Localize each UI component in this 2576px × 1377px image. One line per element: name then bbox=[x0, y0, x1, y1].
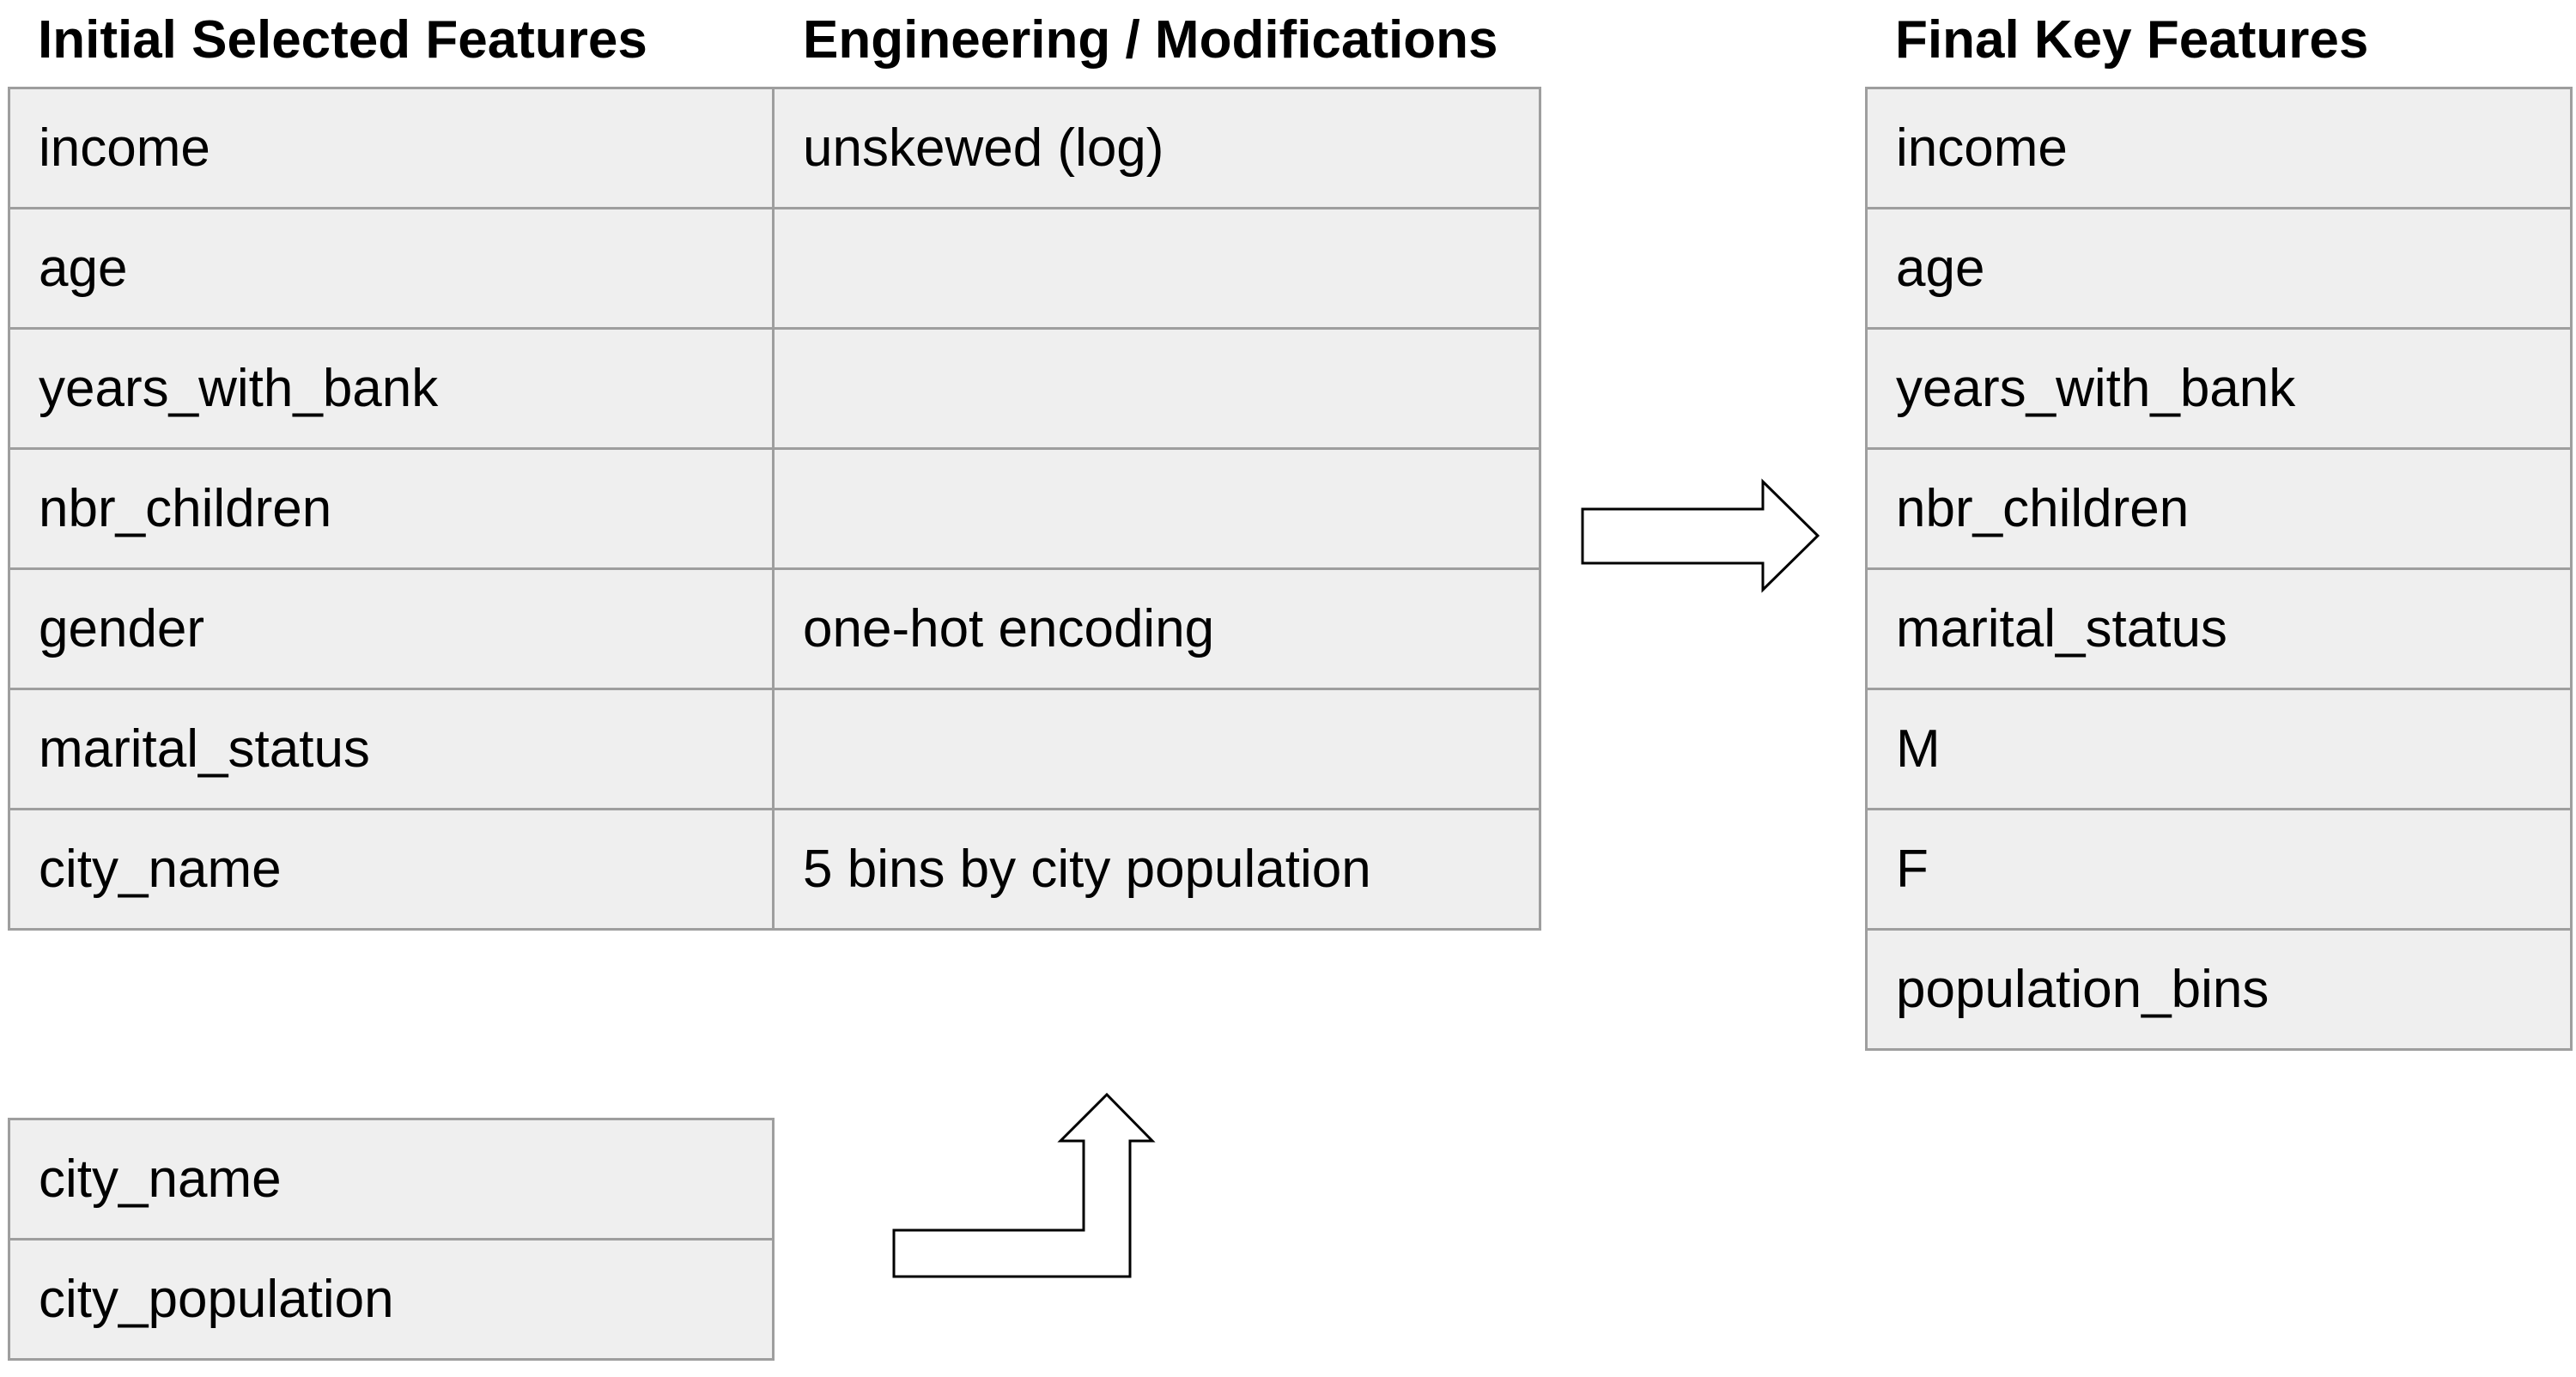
table-row: M bbox=[1865, 688, 2573, 810]
feature-cell: F bbox=[1865, 808, 2573, 931]
feature-cell: city_name bbox=[8, 808, 775, 931]
feature-cell: age bbox=[8, 207, 775, 330]
table-row: city_population bbox=[8, 1238, 775, 1361]
initial-features-header: Initial Selected Features bbox=[38, 10, 647, 70]
feature-cell: nbr_children bbox=[1865, 447, 2573, 570]
modification-cell bbox=[772, 327, 1541, 450]
table-row: F bbox=[1865, 808, 2573, 931]
feature-cell: income bbox=[8, 87, 775, 209]
feature-cell: income bbox=[1865, 87, 2573, 209]
feature-cell: nbr_children bbox=[8, 447, 775, 570]
table-row: income bbox=[1865, 87, 2573, 209]
feature-cell: marital_status bbox=[8, 688, 775, 810]
feature-cell: gender bbox=[8, 567, 775, 690]
modification-cell: one-hot encoding bbox=[772, 567, 1541, 690]
table-row: nbr_children bbox=[8, 447, 1541, 570]
table-row: income unskewed (log) bbox=[8, 87, 1541, 209]
table-row: gender one-hot encoding bbox=[8, 567, 1541, 690]
initial-features-table: income unskewed (log) age years_with_ban… bbox=[8, 87, 1541, 931]
feature-cell: years_with_bank bbox=[1865, 327, 2573, 450]
feature-cell: city_name bbox=[8, 1118, 775, 1241]
final-features-header: Final Key Features bbox=[1895, 10, 2369, 70]
engineering-header: Engineering / Modifications bbox=[803, 10, 1498, 70]
feature-cell: population_bins bbox=[1865, 928, 2573, 1051]
modification-cell bbox=[772, 207, 1541, 330]
table-row: age bbox=[1865, 207, 2573, 330]
table-row: years_with_bank bbox=[1865, 327, 2573, 450]
feature-cell: age bbox=[1865, 207, 2573, 330]
table-row: marital_status bbox=[8, 688, 1541, 810]
final-features-table: income age years_with_bank nbr_children … bbox=[1865, 87, 2573, 1051]
table-row: population_bins bbox=[1865, 928, 2573, 1051]
feature-cell: city_population bbox=[8, 1238, 775, 1361]
table-row: city_name 5 bins by city population bbox=[8, 808, 1541, 931]
modification-cell: unskewed (log) bbox=[772, 87, 1541, 209]
table-row: marital_status bbox=[1865, 567, 2573, 690]
table-row: city_name bbox=[8, 1118, 775, 1241]
table-row: years_with_bank bbox=[8, 327, 1541, 450]
modification-cell bbox=[772, 688, 1541, 810]
modification-cell: 5 bins by city population bbox=[772, 808, 1541, 931]
modification-cell bbox=[772, 447, 1541, 570]
city-source-table: city_name city_population bbox=[8, 1118, 775, 1361]
table-row: age bbox=[8, 207, 1541, 330]
feature-cell: marital_status bbox=[1865, 567, 2573, 690]
table-row: nbr_children bbox=[1865, 447, 2573, 570]
feature-cell: M bbox=[1865, 688, 2573, 810]
feature-cell: years_with_bank bbox=[8, 327, 775, 450]
